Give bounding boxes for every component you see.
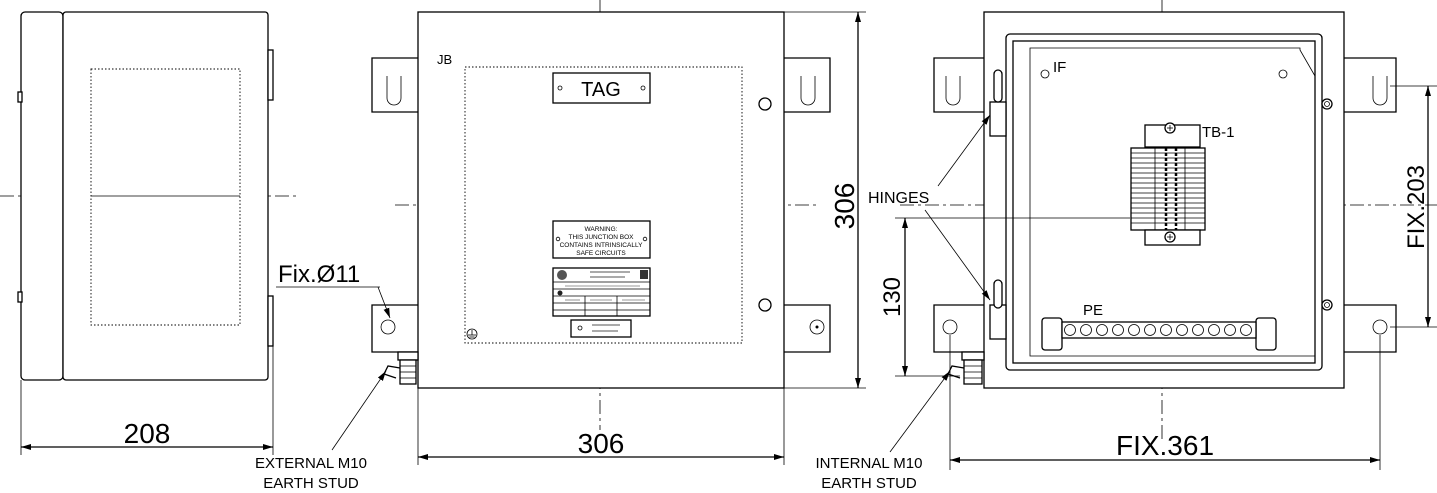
- fix-vertical-dimension: FIX.203: [1403, 165, 1430, 249]
- hinge-bottom: [989, 304, 1007, 340]
- warning-line-2: THIS JUNCTION BOX: [568, 234, 634, 241]
- hinge-height-dimension: 130: [879, 277, 906, 317]
- hinges-label: HINGES: [868, 190, 929, 207]
- hinge-top: [989, 101, 1007, 137]
- front-view: JB TAG WARNING: THIS JUNCTION BOX CONTAI…: [255, 0, 866, 492]
- int-screw-top: [1321, 98, 1333, 110]
- external-earth-label-1: EXTERNAL M10: [255, 455, 367, 472]
- int-screw-bottom: [1321, 299, 1333, 311]
- bracket-top-right: [784, 57, 831, 113]
- small-plate-icon: [570, 319, 632, 338]
- if-label: IF: [1053, 59, 1066, 76]
- side-lid: [20, 11, 64, 381]
- internal-earth-label-2: EARTH STUD: [821, 475, 917, 492]
- warning-line-4: SAFE CIRCUITS: [576, 250, 626, 257]
- pe-earth-bar: [1041, 317, 1277, 351]
- interior-view: IF: [816, 0, 1437, 492]
- warning-plate: [552, 220, 651, 259]
- side-hinge-top: [267, 49, 274, 101]
- int-bracket-bottom-right: [1344, 304, 1397, 353]
- side-hinge-bottom: [267, 295, 274, 347]
- side-view: 208: [0, 11, 300, 455]
- terminal-block-tb1: [1130, 122, 1206, 246]
- nameplate-icon: [552, 267, 651, 317]
- tb-label: TB-1: [1202, 124, 1235, 141]
- fix-hole-label: Fix.Ø11: [278, 261, 360, 288]
- lid-screw-top: [758, 97, 772, 111]
- gland-icon: [383, 351, 419, 385]
- pe-label: PE: [1083, 302, 1103, 319]
- earth-ground-icon: [466, 328, 478, 340]
- tag-label: TAG: [581, 79, 621, 101]
- front-width-dimension: 306: [578, 428, 625, 459]
- fix-horizontal-dimension: FIX.361: [1116, 430, 1214, 461]
- internal-earth-label-1: INTERNAL M10: [816, 455, 923, 472]
- side-width-dimension: 208: [124, 418, 171, 449]
- side-latch-top: [17, 91, 23, 103]
- front-height-dimension: 306: [829, 183, 860, 230]
- int-bracket-top-left: [933, 57, 984, 113]
- bracket-bottom-right: [784, 304, 831, 353]
- tag-plate: [552, 72, 651, 104]
- jb-label: JB: [437, 52, 452, 67]
- side-mounting-plate: [90, 68, 241, 326]
- external-earth-label-2: EARTH STUD: [263, 475, 359, 492]
- side-latch-bottom: [17, 291, 23, 303]
- warning-line-3: CONTAINS INTRINSICALLY: [560, 242, 643, 249]
- int-bracket-bottom-left: [933, 304, 984, 353]
- warning-line-1: WARNING:: [585, 226, 618, 233]
- int-bracket-top-right: [1344, 57, 1397, 113]
- int-gland-icon: [947, 351, 985, 385]
- bracket-top-left: [371, 57, 418, 113]
- lid-screw-bottom: [758, 298, 772, 312]
- int-mounting-plate: [1029, 47, 1316, 357]
